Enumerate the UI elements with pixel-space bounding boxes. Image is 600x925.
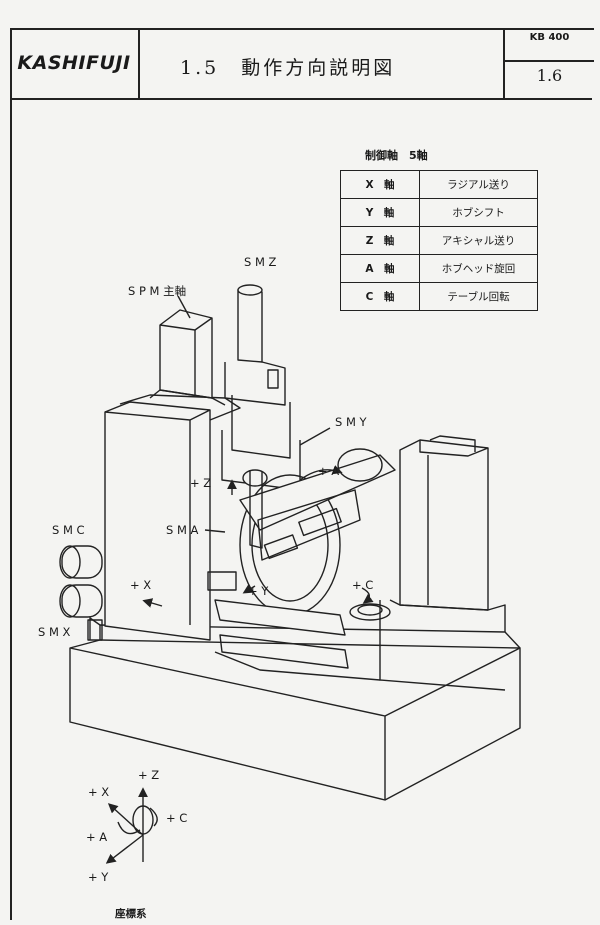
table-row: A 軸 ホブヘッド旋回	[340, 254, 538, 283]
axis-description: ホブヘッド旋回	[419, 254, 538, 283]
sm-a-label: S M A	[166, 523, 199, 537]
sm-c-label: S M C	[52, 523, 85, 537]
sm-y-leader	[299, 427, 331, 446]
plus-x-label: + X	[130, 578, 152, 592]
coord-plus-y: + Y	[88, 870, 109, 884]
axis-cell: Z 軸	[340, 226, 420, 255]
page-border	[10, 28, 594, 920]
coord-plus-z: + Z	[138, 768, 160, 782]
sm-y-label: S M Y	[335, 415, 367, 429]
coordinate-system-caption: 座標系	[115, 908, 147, 920]
plus-y-label: + Y	[248, 584, 269, 598]
axis-description: ホブシフト	[419, 198, 538, 227]
table-row: X 軸 ラジアル送り	[340, 170, 538, 199]
model-number: KB 400	[505, 28, 594, 62]
table-row: Z 軸 アキシャル送り	[340, 226, 538, 255]
axis-description: テーブル回転	[419, 282, 538, 311]
spm-leader	[177, 295, 191, 319]
sm-z-label: S M Z	[244, 255, 277, 269]
axis-table: X 軸 ラジアル送り Y 軸 ホブシフト Z 軸 アキシャル送り A 軸 ホブヘ…	[340, 170, 538, 311]
company-logo: KASHIFUJI	[17, 52, 131, 74]
page-title: 1.5 動作方向説明図	[180, 57, 396, 79]
logo-cell: KASHIFUJI	[10, 28, 140, 98]
plus-a-label: + A	[318, 464, 340, 478]
spm-label: S P M 主軸	[128, 284, 187, 298]
left-column	[104, 394, 241, 641]
meta-cell: KB 400 1.6	[503, 28, 594, 98]
axis-table-heading: 制御軸 5軸	[365, 149, 428, 162]
coord-plus-c: + C	[166, 811, 188, 825]
spm-motor	[149, 309, 226, 406]
sm-a-leader	[204, 529, 226, 533]
coordinate-system-icon	[105, 787, 158, 864]
left-motors	[59, 545, 103, 641]
direction-arrows	[142, 465, 374, 608]
right-column	[379, 435, 506, 691]
sm-x-label: S M X	[38, 625, 71, 639]
work-table	[207, 571, 391, 681]
plus-c-label: + C	[352, 578, 374, 592]
plus-z-label: + Z	[190, 476, 212, 490]
table-row: C 軸 テーブル回転	[340, 282, 538, 311]
axis-description: ラジアル送り	[419, 170, 538, 199]
page-number: 1.6	[536, 66, 563, 85]
sm-z-motor	[221, 284, 301, 491]
axis-cell: C 軸	[340, 282, 420, 311]
coord-plus-x: + X	[88, 785, 110, 799]
axis-description: アキシャル送り	[419, 226, 538, 255]
coord-plus-a: + A	[86, 830, 108, 844]
title-block: KASHIFUJI 1.5 動作方向説明図 KB 400 1.6	[10, 28, 594, 100]
axis-cell: X 軸	[340, 170, 420, 199]
